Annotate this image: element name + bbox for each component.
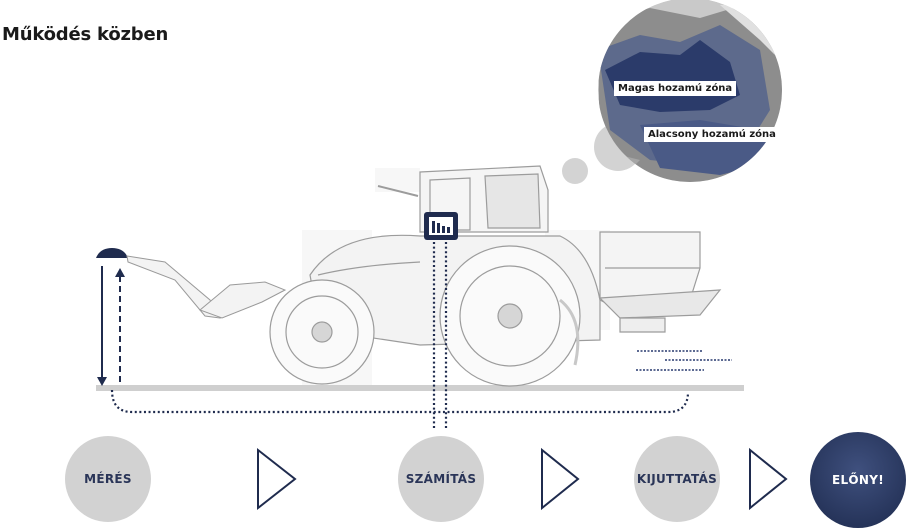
step-arrow-2 bbox=[541, 447, 580, 511]
step-measurement: MÉRÉS bbox=[65, 436, 151, 522]
step-application: KIJUTTATÁS bbox=[634, 436, 720, 522]
reflect-arrowhead bbox=[115, 268, 125, 277]
high-yield-zone-label: Magas hozamú zóna bbox=[614, 81, 737, 96]
data-connection bbox=[110, 242, 690, 430]
terminal-box bbox=[424, 212, 458, 240]
sensor-device bbox=[96, 248, 287, 319]
thought-bubble-small bbox=[562, 158, 588, 184]
step-arrow-1 bbox=[257, 447, 297, 511]
emit-arrowhead bbox=[97, 377, 107, 386]
tractor-illustration bbox=[269, 165, 722, 387]
ground-line bbox=[96, 385, 744, 391]
step-arrow-3 bbox=[749, 447, 788, 511]
step-calculation: SZÁMÍTÁS bbox=[398, 436, 484, 522]
page-title: Működés közben bbox=[2, 24, 169, 45]
step-benefit: ELŐNY! bbox=[810, 432, 906, 528]
spread-lines bbox=[636, 350, 732, 371]
low-yield-zone-label: Alacsony hozamú zóna bbox=[644, 127, 780, 142]
